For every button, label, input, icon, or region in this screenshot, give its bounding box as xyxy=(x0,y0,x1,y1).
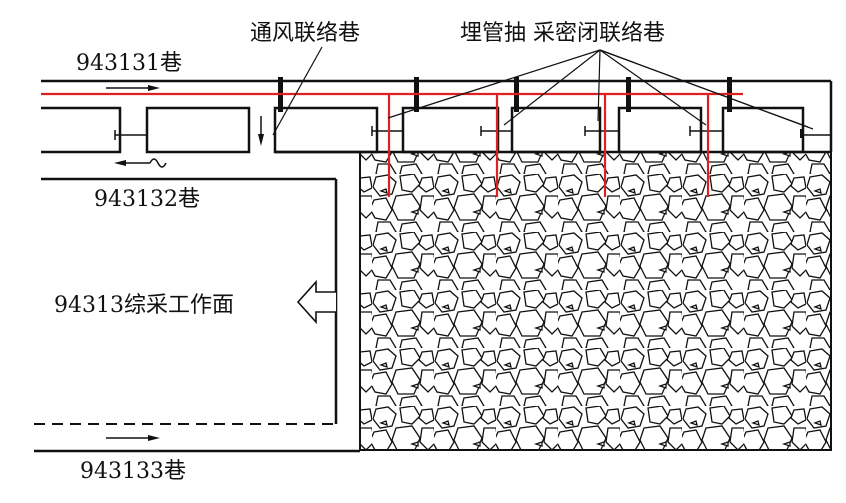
leader-lines xyxy=(272,46,814,136)
label-roadway-943133: 943133巷 xyxy=(80,459,186,484)
coal-pillars xyxy=(41,106,805,154)
airflow-arrows xyxy=(106,85,264,441)
label-sealed-crosscut: 埋管抽 采密闭联络巷 xyxy=(460,21,665,46)
label-roadway-943132: 943132巷 xyxy=(94,187,200,212)
gas-drainage-pipe xyxy=(41,92,743,197)
roadway-943131 xyxy=(41,79,833,152)
seal-block-end xyxy=(800,129,803,138)
label-ventilation-crosscut: 通风联络巷 xyxy=(250,21,360,46)
label-working-face: 94313综采工作面 xyxy=(54,293,234,318)
goaf-rubble-zone xyxy=(359,151,832,451)
face-advance-arrow-icon xyxy=(296,279,336,325)
crosscut-seals xyxy=(114,126,831,140)
label-roadway-943131: 943131巷 xyxy=(76,51,182,76)
